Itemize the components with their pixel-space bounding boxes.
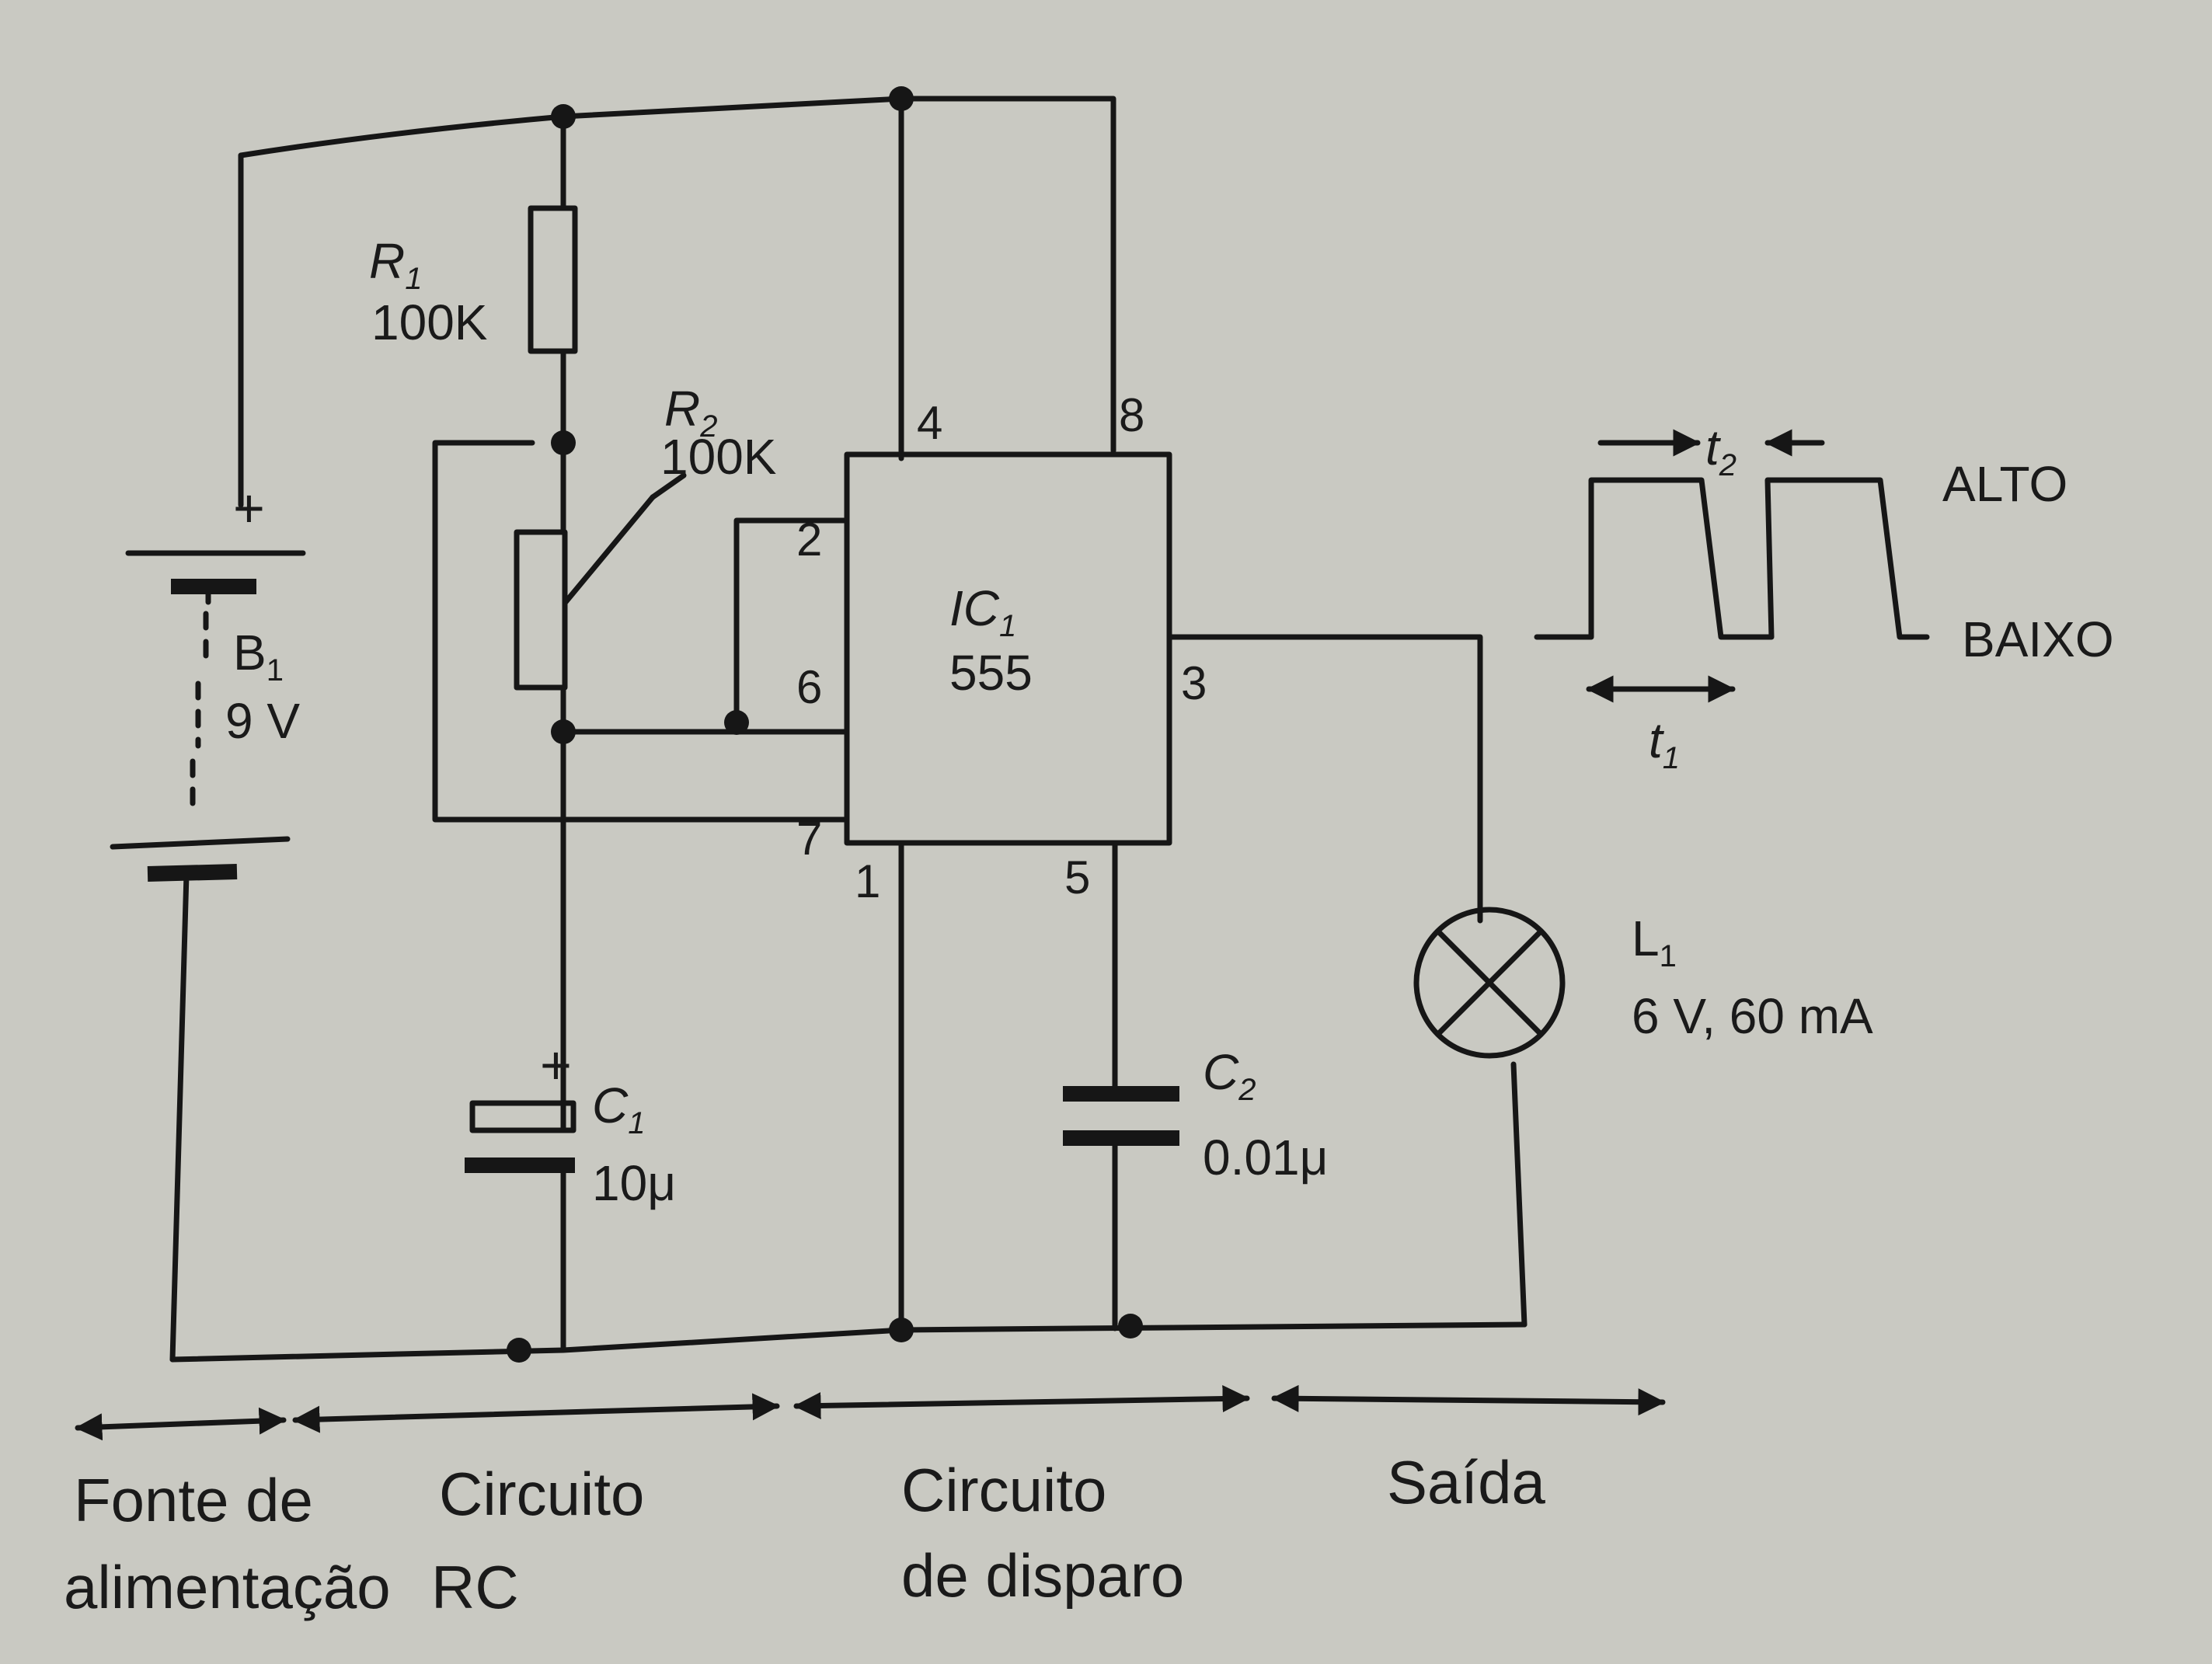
section-disparo-line2: de disparo — [901, 1541, 1184, 1610]
b1-value: 9 V — [225, 693, 300, 749]
junction-dot — [507, 1338, 531, 1363]
junction-dot — [889, 1318, 914, 1342]
l1-label: L1 — [1632, 910, 1677, 973]
r2-wiper-leader — [650, 472, 687, 500]
b1-plus: + — [233, 478, 265, 538]
wires — [169, 96, 1527, 1363]
pin-2-label: 2 — [796, 513, 822, 566]
junction-dot — [551, 719, 576, 744]
r2-label: R2 — [664, 381, 717, 444]
junction-dot — [889, 86, 914, 111]
c2-label: C2 — [1203, 1044, 1256, 1107]
section-saida: Saída — [1387, 1448, 1545, 1516]
pin-7-label: 7 — [796, 813, 822, 865]
r2-value: 100K — [660, 429, 776, 485]
resistor-r2-body — [514, 529, 568, 691]
ic1-value: 555 — [949, 645, 1033, 701]
resistor-r1-body — [528, 205, 578, 354]
c1-label: C1 — [592, 1077, 645, 1140]
pin-6-label: 6 — [796, 661, 822, 713]
wire-top-rail-right — [560, 96, 1116, 454]
c2-value: 0.01μ — [1203, 1130, 1328, 1185]
r1-value: 100K — [371, 294, 487, 350]
capacitor-c2-symbol — [1063, 1086, 1179, 1146]
battery-b1-symbol — [110, 550, 306, 882]
waveform-high-label: ALTO — [1942, 456, 2067, 512]
t2-label: t2 — [1705, 419, 1737, 482]
wire-pin7 — [432, 440, 850, 823]
section-arrows — [75, 1384, 1666, 1441]
arrow-saida — [1271, 1384, 1666, 1416]
output-waveform — [1534, 429, 1930, 703]
capacitor-c1-symbol — [465, 1100, 577, 1173]
pin-8-label: 8 — [1119, 389, 1144, 441]
section-fonte-line2: alimentação — [64, 1553, 391, 1621]
ic1-label: IC1 — [949, 580, 1016, 643]
l1-value: 6 V, 60 mA — [1632, 988, 1873, 1044]
r1-label: R1 — [369, 233, 422, 296]
arrow-disparo — [793, 1385, 1250, 1419]
ic1-body — [844, 451, 1172, 846]
pin-3-label: 3 — [1181, 657, 1207, 709]
wire-pin3 — [1166, 634, 1483, 924]
wire-lamp-ground — [1510, 1061, 1527, 1328]
waveform-low-label: BAIXO — [1962, 611, 2114, 667]
junction-dot — [551, 430, 576, 455]
arrow-rc — [292, 1393, 780, 1433]
pin-4-label: 4 — [917, 397, 942, 449]
junction-dot — [1118, 1314, 1143, 1339]
junction-dot — [724, 710, 749, 735]
arrow-fonte — [75, 1407, 287, 1441]
wire-pin2 — [733, 517, 850, 735]
junction-dot — [551, 104, 576, 129]
section-rc-line1: Circuito — [439, 1460, 644, 1528]
t1-label: t1 — [1649, 712, 1680, 775]
r2-wiper — [563, 494, 656, 605]
junctions — [507, 86, 1143, 1363]
c1-value: 10μ — [592, 1155, 676, 1211]
wire-top-rail-left — [238, 113, 566, 158]
square-wave — [1534, 477, 1930, 640]
wire-bottom-rail — [169, 1321, 1527, 1363]
b1-label: B1 — [233, 625, 284, 688]
section-rc-line2: RC — [431, 1553, 519, 1621]
c1-plus: + — [540, 1035, 572, 1095]
section-fonte-line1: Fonte de — [74, 1466, 313, 1534]
lamp-l1-symbol — [1413, 907, 1566, 1059]
pin-1-label: 1 — [855, 855, 880, 907]
wire-battery-bottom — [169, 871, 190, 1363]
section-disparo-line1: Circuito — [901, 1456, 1106, 1524]
pin-5-label: 5 — [1064, 851, 1090, 903]
